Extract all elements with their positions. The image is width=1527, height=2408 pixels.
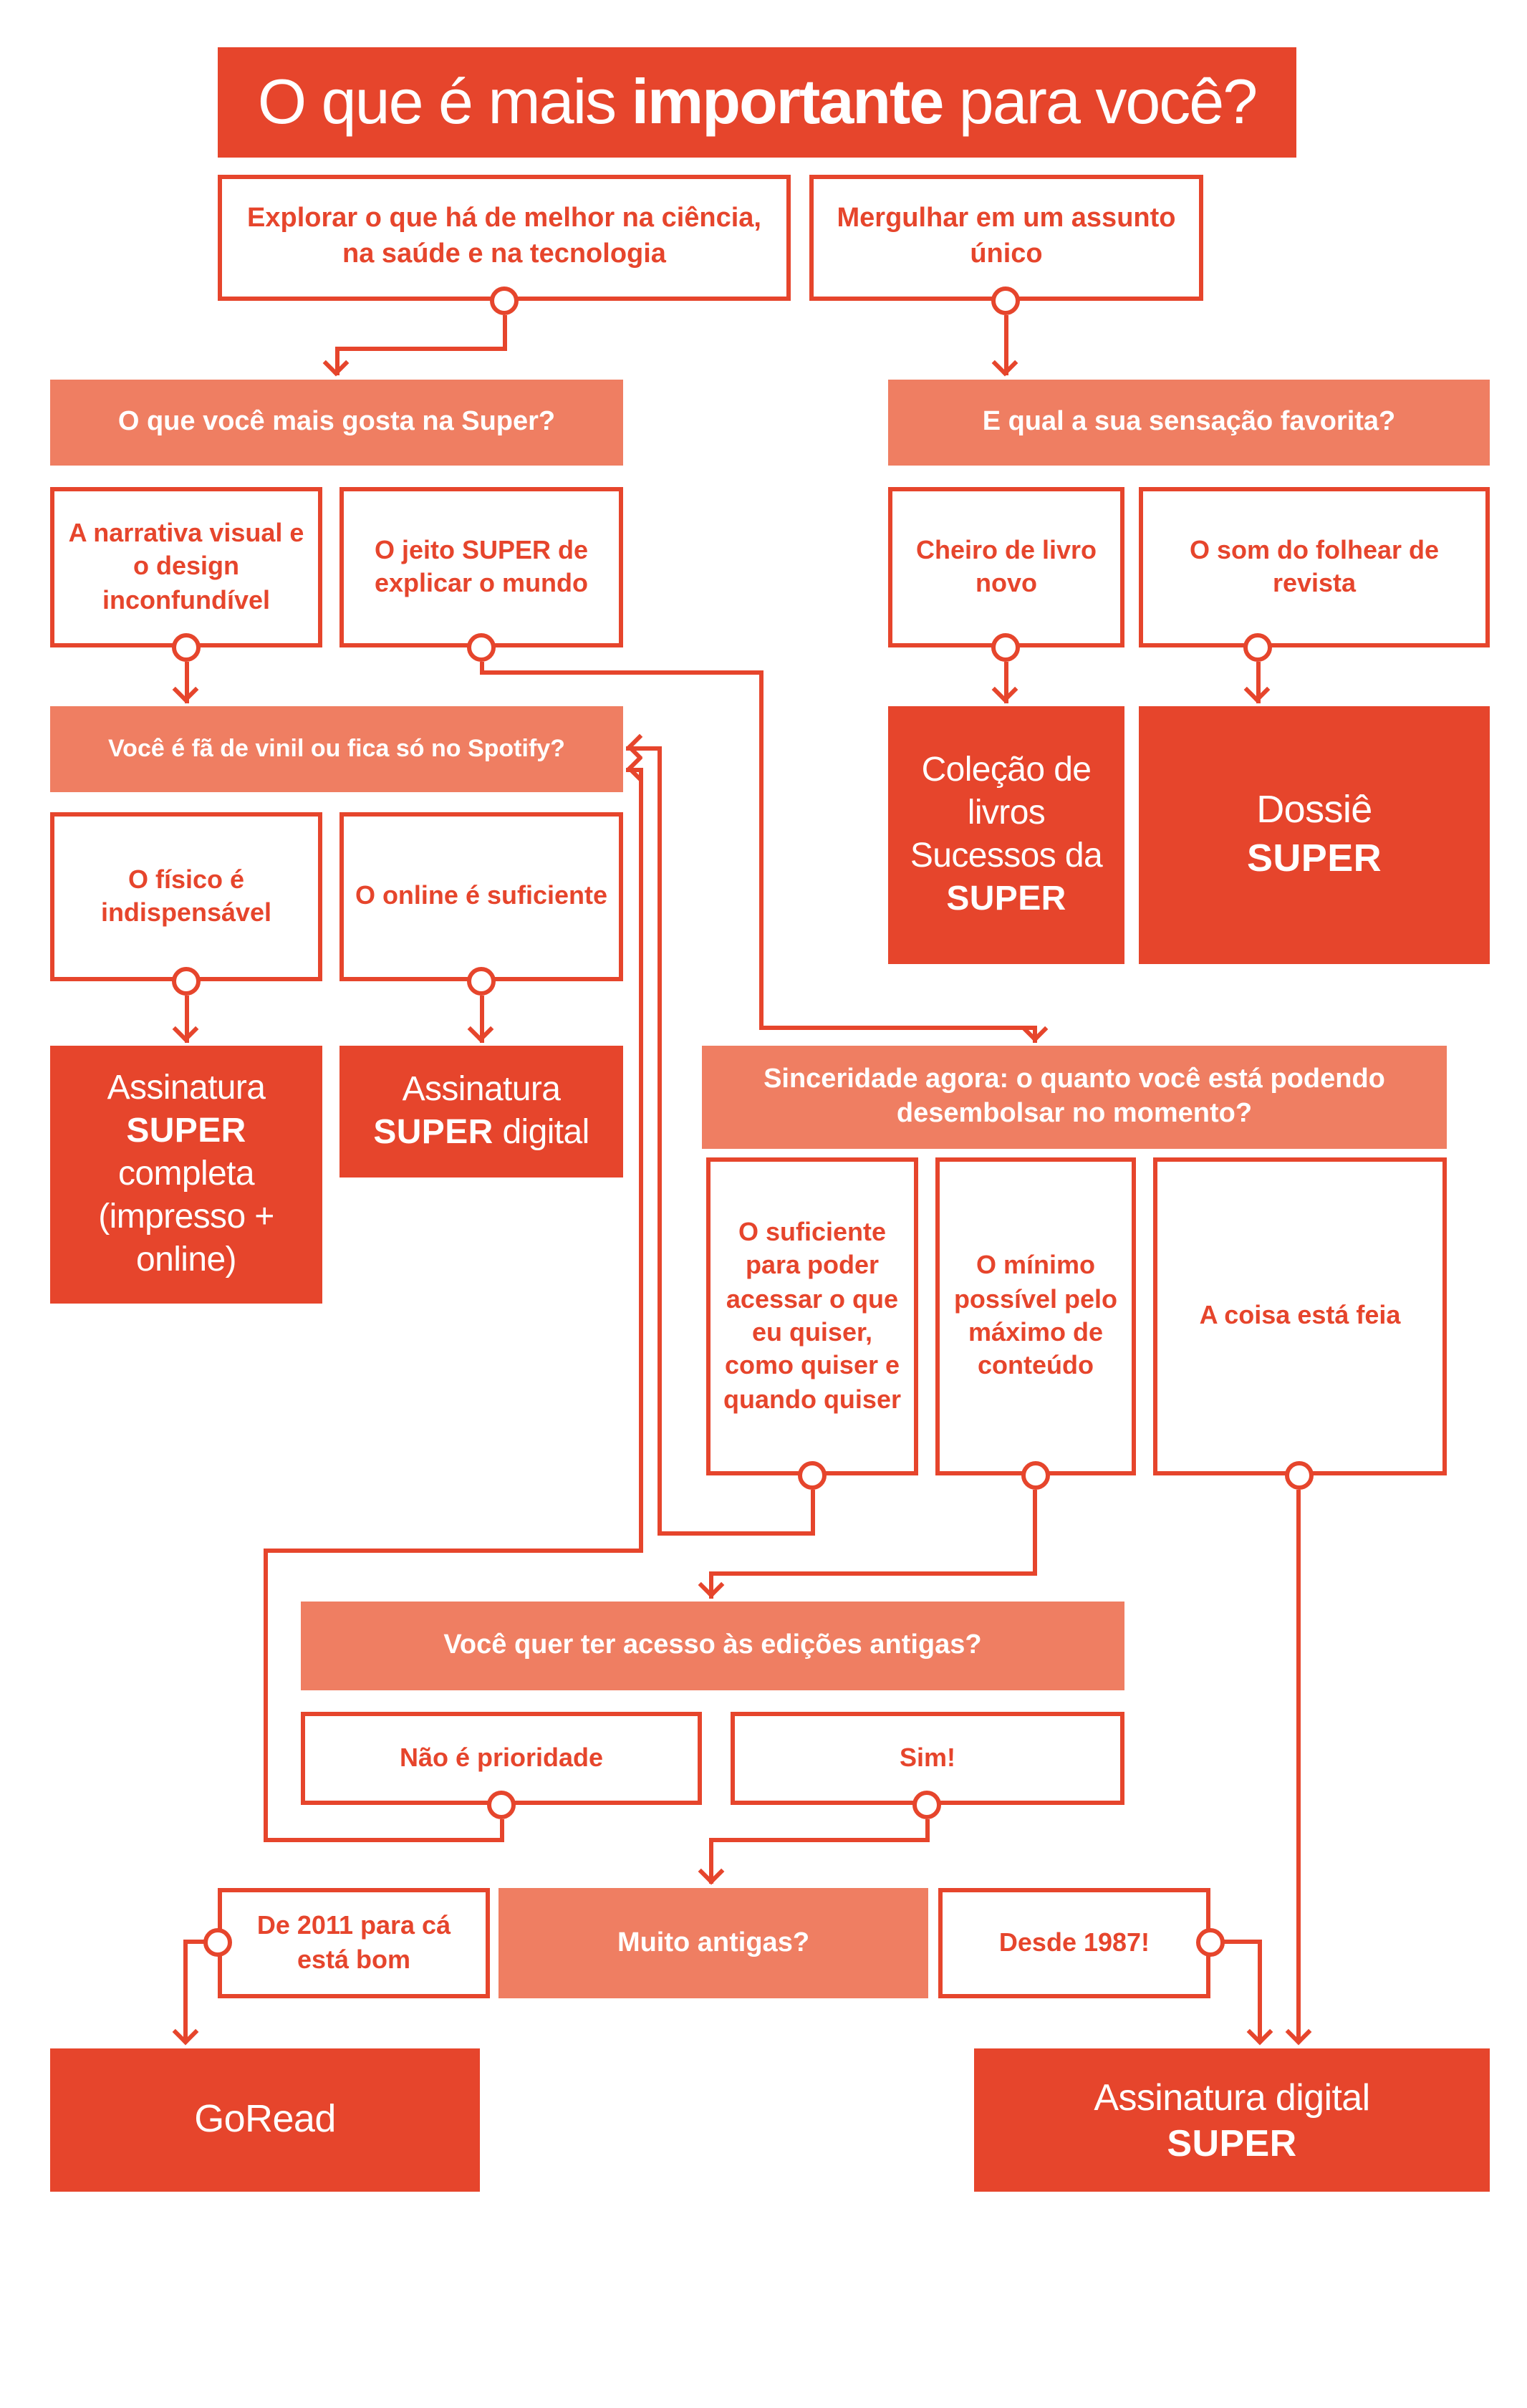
- arrow-left-icon: [626, 755, 653, 782]
- node-suficiente-acessar: O suficiente para poder acessar o que eu…: [706, 1157, 918, 1475]
- connector-line: [264, 1549, 643, 1553]
- arrow-down-icon: [1243, 676, 1271, 703]
- question-muito-antigas: Muito antigas?: [498, 1888, 928, 1998]
- connector-line: [1033, 1490, 1037, 1576]
- node-minimo-possivel: O mínimo possível pelo máximo de conteúd…: [935, 1157, 1136, 1475]
- arrow-down-icon: [322, 350, 350, 377]
- connector-dot: [1285, 1461, 1314, 1490]
- connector-dot: [1196, 1928, 1225, 1957]
- title-banner: O que é mais importante para você?: [218, 47, 1296, 158]
- arrow-down-icon: [698, 1858, 725, 1885]
- connector-dot: [1021, 1461, 1050, 1490]
- connector-line: [500, 1819, 504, 1842]
- connector-line: [480, 996, 484, 1043]
- connector-line: [183, 1940, 209, 1944]
- connector-line: [925, 1819, 930, 1842]
- node-mergulhar: Mergulhar em um assunto único: [809, 175, 1203, 301]
- arrow-down-icon: [467, 1016, 494, 1043]
- node-explorar: Explorar o que há de melhor na ciência, …: [218, 175, 791, 301]
- connector-line: [1258, 1940, 1262, 2043]
- node-cheiro-livro-novo: Cheiro de livro novo: [888, 487, 1124, 647]
- connector-line: [1256, 662, 1261, 703]
- connector-line: [657, 1531, 815, 1536]
- arrow-down-icon: [1246, 2018, 1273, 2046]
- connector-line: [709, 1838, 930, 1842]
- connector-line: [335, 347, 507, 351]
- connector-line: [709, 1571, 713, 1599]
- connector-line: [759, 670, 764, 1030]
- connector-line: [185, 662, 189, 703]
- arrow-down-icon: [991, 350, 1018, 377]
- arrow-down-icon: [172, 2018, 199, 2046]
- connector-line: [1033, 1026, 1037, 1043]
- node-online-suficiente: O online é suficiente: [339, 812, 623, 981]
- connector-dot: [467, 967, 496, 996]
- result-colecao-sucessos-super: Coleção de livros Sucessos da SUPER: [888, 706, 1124, 964]
- connector-dot: [467, 633, 496, 662]
- connector-dot: [991, 286, 1020, 315]
- connector-line: [335, 347, 339, 375]
- connector-dot: [991, 633, 1020, 662]
- arrow-down-icon: [172, 676, 199, 703]
- connector-line: [480, 662, 484, 675]
- question-vinil-spotify: Você é fã de vinil ou fica só no Spotify…: [50, 706, 623, 792]
- connector-line: [639, 769, 643, 1553]
- connector-dot: [490, 286, 519, 315]
- connector-line: [185, 996, 189, 1043]
- result-assinatura-digital-super: Assinatura digital SUPER: [974, 2048, 1490, 2192]
- result-assinatura-super-digital: Assinatura SUPER digital: [339, 1046, 623, 1177]
- connector-dot: [912, 1791, 941, 1819]
- question-sensacao-favorita: E qual a sua sensação favorita?: [888, 380, 1490, 466]
- arrow-down-icon: [172, 1016, 199, 1043]
- connector-line: [1004, 662, 1008, 703]
- connector-dot: [798, 1461, 827, 1490]
- connector-line: [264, 1549, 268, 1842]
- arrow-down-icon: [698, 1571, 725, 1599]
- connector-line: [1004, 315, 1008, 375]
- connector-line: [709, 1838, 713, 1884]
- connector-line: [264, 1838, 504, 1842]
- arrow-down-icon: [1285, 2018, 1312, 2046]
- connector-dot: [1243, 633, 1272, 662]
- connector-line: [1222, 1940, 1262, 1944]
- connector-dot: [203, 1928, 232, 1957]
- result-assinatura-super-completa: Assinatura SUPER completa (impresso + on…: [50, 1046, 322, 1304]
- question-sinceridade-desembolsar: Sinceridade agora: o quanto você está po…: [702, 1046, 1447, 1149]
- connector-line: [759, 1026, 1037, 1030]
- connector-dot: [172, 967, 201, 996]
- node-sim: Sim!: [731, 1712, 1124, 1805]
- connector-line: [1296, 1490, 1301, 2043]
- connector-dot: [487, 1791, 516, 1819]
- connector-line: [503, 315, 507, 351]
- question-edicoes-antigas: Você quer ter acesso às edições antigas?: [301, 1602, 1124, 1690]
- connector-line: [657, 748, 662, 1536]
- node-desde-1987: Desde 1987!: [938, 1888, 1210, 1998]
- arrow-down-icon: [1021, 1016, 1049, 1043]
- node-narrativa-visual: A narrativa visual e o design inconfundí…: [50, 487, 322, 647]
- page-title: O que é mais importante para você?: [257, 67, 1258, 137]
- question-gosta-na-super: O que você mais gosta na Super?: [50, 380, 623, 466]
- node-coisa-esta-feia: A coisa está feia: [1153, 1157, 1447, 1475]
- node-jeito-super: O jeito SUPER de explicar o mundo: [339, 487, 623, 647]
- connector-line: [709, 1571, 1037, 1576]
- connector-line: [480, 670, 764, 675]
- node-fisico-indispensavel: O físico é indispensável: [50, 812, 322, 981]
- connector-dot: [172, 633, 201, 662]
- node-de-2011: De 2011 para cá está bom: [218, 1888, 490, 1998]
- result-goread: GoRead: [50, 2048, 480, 2192]
- arrow-down-icon: [991, 676, 1018, 703]
- connector-line: [183, 1940, 188, 2043]
- connector-line: [811, 1490, 815, 1536]
- connector-line: [626, 768, 643, 772]
- node-som-folhear-revista: O som do folhear de revista: [1139, 487, 1490, 647]
- connector-line: [626, 746, 662, 751]
